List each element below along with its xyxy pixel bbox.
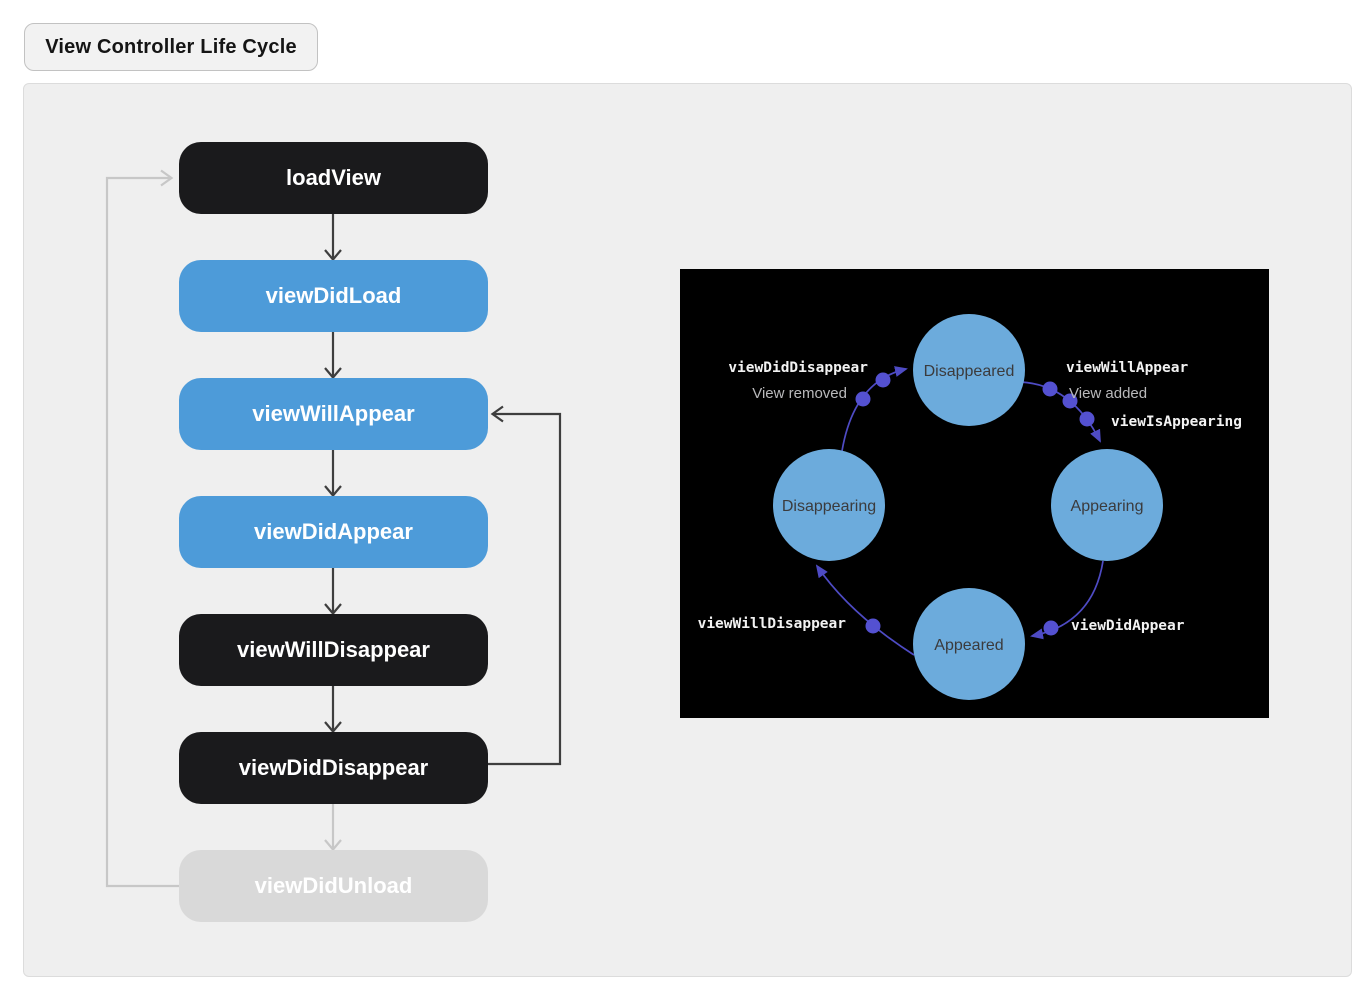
- state-circle-appeared: [913, 588, 1025, 700]
- arrow-head-down-icon: [324, 721, 342, 734]
- state-label-disappearing: Disappearing: [782, 498, 876, 515]
- loop-back-to-viewwillappear: [488, 412, 562, 766]
- loop-back-to-loadview: [105, 176, 179, 888]
- label-viewisappearing: viewIsAppearing: [1111, 414, 1242, 430]
- label-view-removed: View removed: [752, 385, 847, 402]
- flow-node-viewwillappear: viewWillAppear: [179, 378, 488, 450]
- diagram-title-text: View Controller Life Cycle: [45, 35, 297, 58]
- state-label-appearing: Appearing: [1071, 498, 1144, 515]
- state-circle-disappearing: [773, 449, 885, 561]
- diagram-title: View Controller Life Cycle: [24, 23, 318, 71]
- arrow-head-down-icon: [324, 603, 342, 616]
- state-circle-appearing: [1051, 449, 1163, 561]
- label-viewwillappear: viewWillAppear: [1066, 360, 1188, 376]
- state-label-appeared: Appeared: [934, 637, 1003, 654]
- method-dot: [875, 372, 891, 388]
- state-diagram-panel: Disappeared Appearing Appeared Disappear…: [680, 269, 1269, 718]
- flow-node-viewdidunload: viewDidUnload: [179, 850, 488, 922]
- method-dot: [1079, 411, 1095, 427]
- arrow-head-right-icon: [160, 169, 174, 187]
- label-view-added: View added: [1069, 385, 1147, 402]
- arc-disappearing-to-disappeared: [841, 366, 908, 452]
- method-dot: [865, 618, 881, 634]
- label-viewdiddisappear: viewDidDisappear: [728, 360, 868, 376]
- arrow-head-left-icon: [490, 405, 504, 423]
- arrow-head-down-icon: [324, 485, 342, 498]
- arrow-head-down-icon: [324, 839, 342, 852]
- label-viewwilldisappear: viewWillDisappear: [698, 616, 847, 632]
- flow-node-viewdidload: viewDidLoad: [179, 260, 488, 332]
- method-dot: [855, 391, 871, 407]
- flow-node-viewdiddisappear: viewDidDisappear: [179, 732, 488, 804]
- label-viewdidappear: viewDidAppear: [1071, 618, 1185, 634]
- arrow-head-down-icon: [324, 367, 342, 380]
- arc-appeared-to-disappearing: [815, 564, 915, 656]
- flow-node-viewdidappear: viewDidAppear: [179, 496, 488, 568]
- flow-node-viewwilldisappear: viewWillDisappear: [179, 614, 488, 686]
- arc-appearing-to-appeared: [1030, 560, 1104, 640]
- method-dot: [1062, 393, 1078, 409]
- lifecycle-panel: loadView viewDidLoad viewWillAppear view…: [23, 83, 1352, 977]
- method-dot: [1042, 381, 1058, 397]
- method-dot: [1043, 620, 1059, 636]
- arrow-head-down-icon: [324, 249, 342, 262]
- state-circle-disappeared: [913, 314, 1025, 426]
- flow-node-loadview: loadView: [179, 142, 488, 214]
- state-diagram: Disappeared Appearing Appeared Disappear…: [698, 314, 1242, 700]
- state-label-disappeared: Disappeared: [924, 363, 1015, 380]
